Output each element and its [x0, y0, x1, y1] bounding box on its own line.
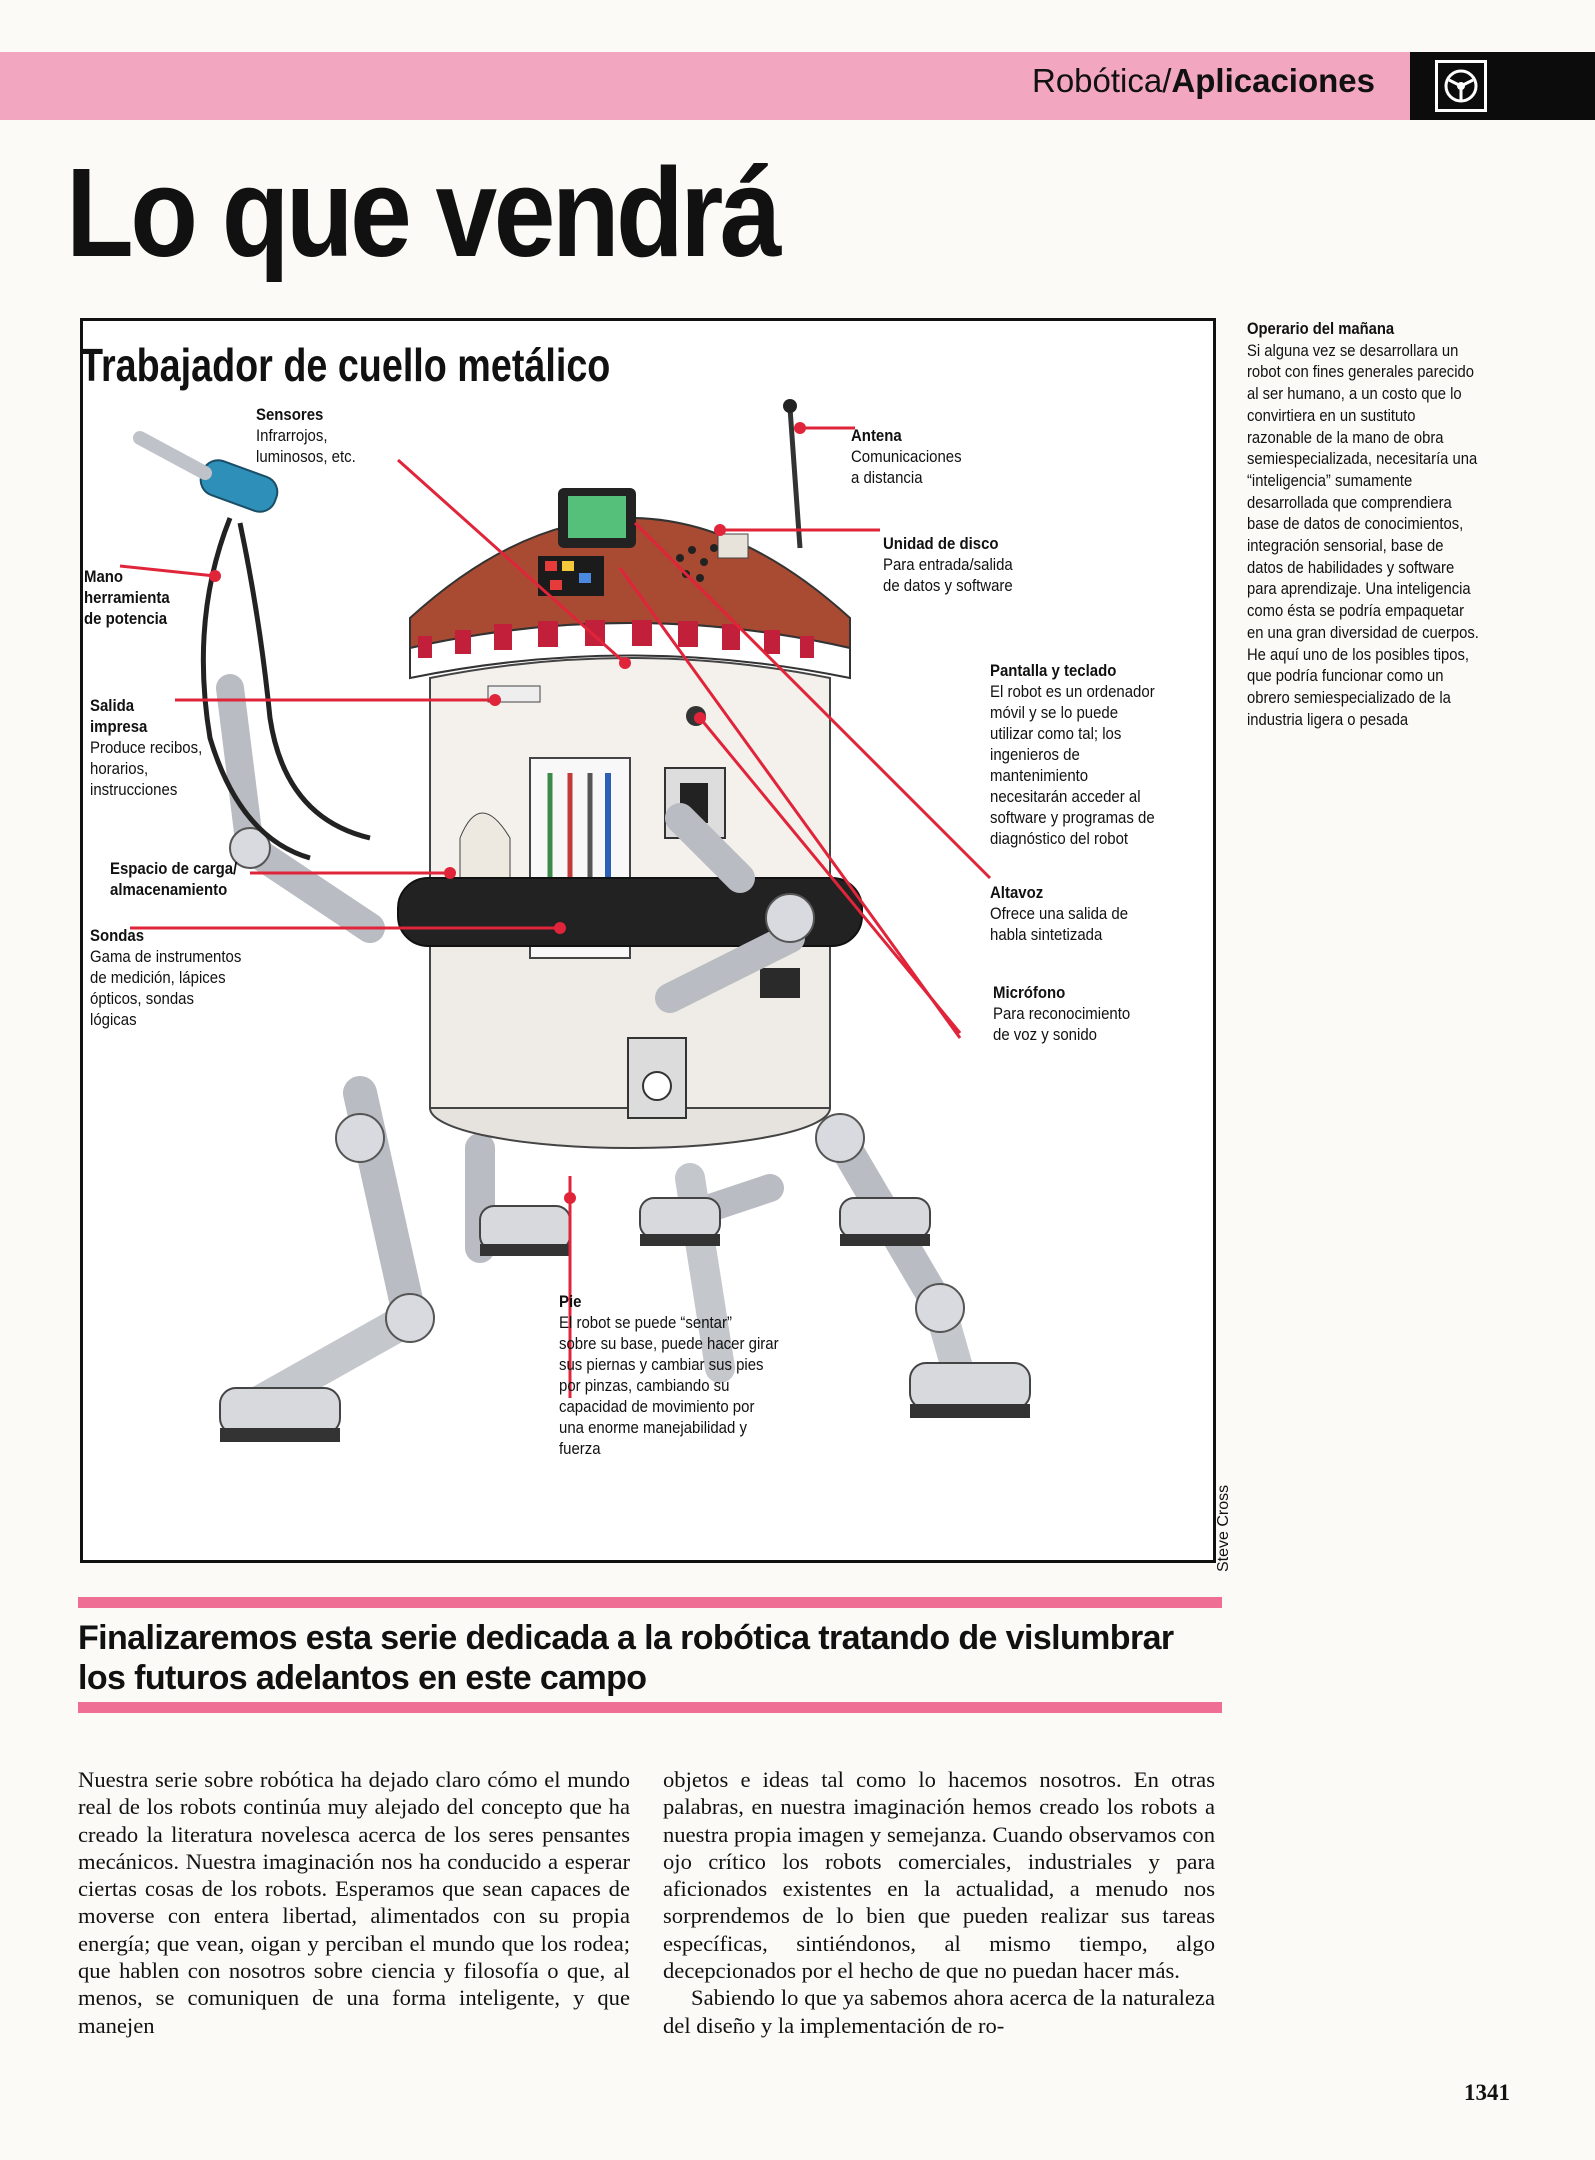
callout-title: Pantalla y teclado	[990, 661, 1117, 680]
page-number: 1341	[1464, 2080, 1510, 2105]
sidebar-caption: Operario del mañana Si alguna vez se des…	[1247, 318, 1482, 730]
sidebar-text: Si alguna vez se desarrollara un robot c…	[1247, 340, 1479, 729]
callout-desc: El robot es un ordenador móvil y se lo p…	[990, 682, 1155, 848]
body-paragraph: Sabiendo lo que ya sabemos ahora acerca …	[663, 1985, 1215, 2038]
callout-title: Espacio de carga/ almacenamiento	[110, 859, 238, 899]
illustration-credit: Steve Cross	[1215, 1484, 1232, 1572]
callout-pantalla: Pantalla y teclado El robot es un ordena…	[990, 660, 1155, 849]
section-header: Robótica/Aplicaciones	[1032, 62, 1375, 100]
callout-desc: Para reconocimiento de voz y sonido	[993, 1004, 1131, 1044]
intro-heading: Finalizaremos esta serie dedicada a la r…	[78, 1619, 1174, 1697]
callout-espacio: Espacio de carga/ almacenamiento	[110, 858, 237, 900]
body-column-2: objetos e ideas tal como lo hacemos noso…	[663, 1766, 1215, 2039]
callout-title: Micrófono	[993, 983, 1066, 1002]
robot-body	[397, 488, 863, 1149]
callout-desc: Ofrece una salida de habla sintetizada	[990, 904, 1129, 944]
robot-illustration	[119, 399, 1031, 1442]
body-paragraph: objetos e ideas tal como lo hacemos noso…	[663, 1767, 1215, 1984]
header-icon-box	[1410, 52, 1595, 120]
steering-wheel-icon	[1435, 60, 1487, 112]
callout-title: Altavoz	[990, 883, 1044, 902]
rule-top	[78, 1597, 1222, 1608]
rule-bottom	[78, 1702, 1222, 1713]
sidebar-title: Operario del mañana	[1247, 319, 1395, 338]
page-title: Lo que vendrá	[66, 142, 782, 283]
callout-leaders	[119, 426, 992, 1398]
callout-salida-impresa: Salida impresa Produce recibos, horarios…	[90, 695, 202, 800]
callout-desc: Infrarrojos, luminosos, etc.	[256, 426, 356, 466]
callout-desc: Comunicaciones a distancia	[851, 447, 962, 487]
callout-title: Mano herramienta de potencia	[84, 567, 170, 628]
callout-sondas: Sondas Gama de instrumentos de medición,…	[90, 925, 241, 1030]
callout-dots	[209, 422, 806, 1204]
callout-unidad-disco: Unidad de disco Para entrada/salida de d…	[883, 533, 1013, 596]
callout-title: Pie	[559, 1292, 582, 1311]
callout-desc: Para entrada/salida de datos y software	[883, 555, 1013, 595]
callout-mano: Mano herramienta de potencia	[84, 566, 170, 629]
callout-title: Sondas	[90, 926, 145, 945]
callout-title: Sensores	[256, 405, 324, 424]
callout-desc: Produce recibos, horarios, instrucciones	[90, 738, 203, 799]
callout-antena: Antena Comunicaciones a distancia	[851, 425, 962, 488]
robot-feet	[219, 1197, 1031, 1442]
callout-desc: Gama de instrumentos de medición, lápice…	[90, 947, 242, 1029]
figure-title: Trabajador de cuello metálico	[80, 339, 611, 391]
callout-desc: El robot se puede “sentar” sobre su base…	[559, 1313, 779, 1458]
subsection-name: Aplicaciones	[1171, 62, 1375, 99]
robot-arms	[133, 431, 815, 1013]
callout-title: Salida impresa	[90, 696, 148, 736]
antenna	[787, 407, 803, 549]
callout-sensores: Sensores Infrarrojos, luminosos, etc.	[256, 404, 356, 467]
callout-altavoz: Altavoz Ofrece una salida de habla sinte…	[990, 882, 1128, 945]
body-paragraph: Nuestra serie sobre robótica ha dejado c…	[78, 1767, 630, 2038]
header-band	[0, 52, 1410, 120]
callout-microfono: Micrófono Para reconocimiento de voz y s…	[993, 982, 1130, 1045]
section-name: Robótica/	[1032, 62, 1172, 99]
callout-pie: Pie El robot se puede “sentar” sobre su …	[559, 1291, 779, 1459]
callout-title: Antena	[851, 426, 902, 445]
body-column-1: Nuestra serie sobre robótica ha dejado c…	[78, 1766, 630, 2039]
callout-title: Unidad de disco	[883, 534, 999, 553]
